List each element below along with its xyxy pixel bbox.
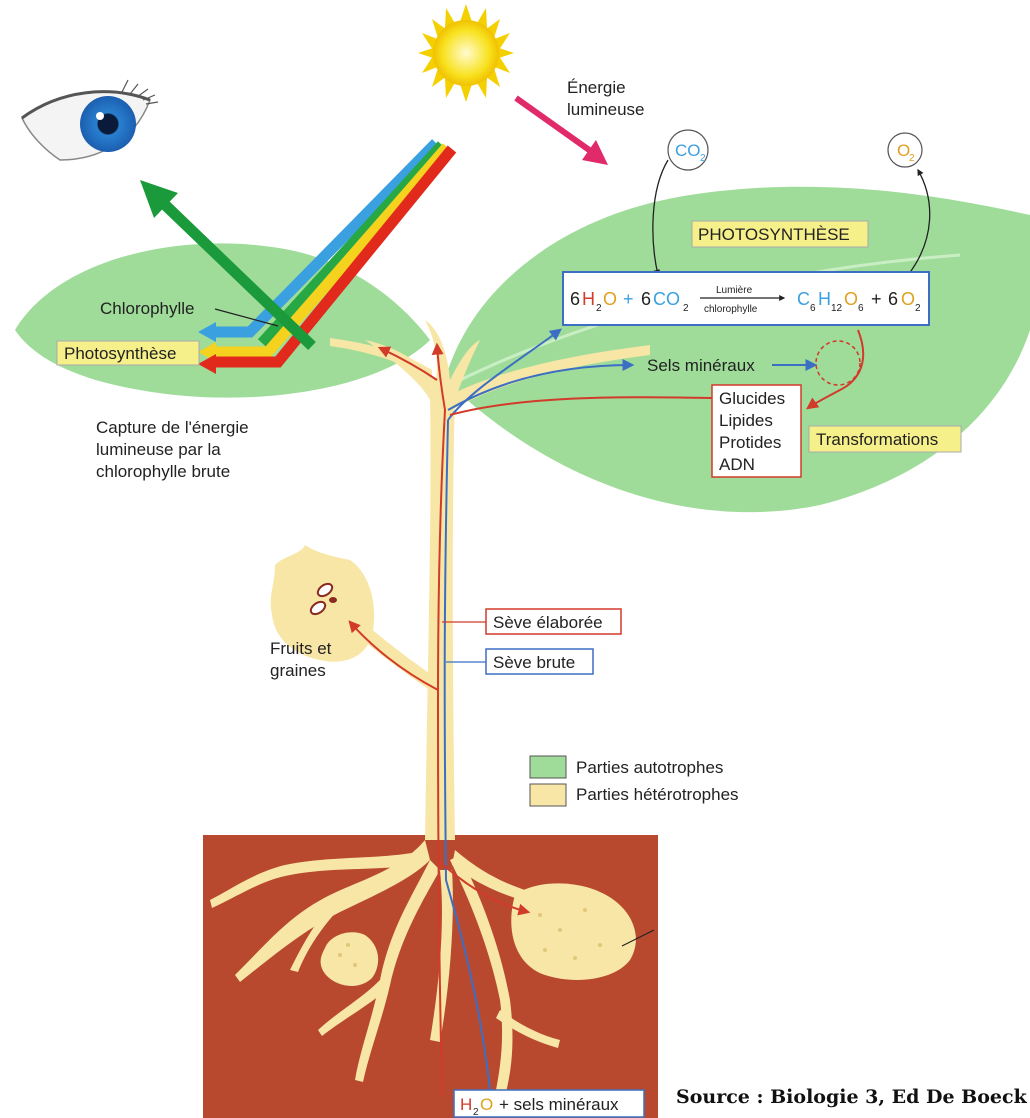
- svg-text:CO: CO: [675, 141, 701, 160]
- legend-swatch-heterotrophes: [530, 784, 566, 806]
- fruits-line-2: graines: [270, 661, 326, 680]
- energie-line-2: lumineuse: [567, 100, 645, 119]
- svg-text:12: 12: [831, 303, 843, 314]
- svg-text:6: 6: [888, 289, 898, 309]
- svg-text:+ sels minéraux: + sels minéraux: [499, 1095, 619, 1114]
- adn-label: ADN: [719, 455, 755, 474]
- capture-line-1: Capture de l'énergie: [96, 418, 249, 437]
- svg-text:2: 2: [596, 303, 602, 314]
- photosynthese-left-label: Photosynthèse: [64, 344, 176, 363]
- svg-text:O: O: [844, 289, 858, 309]
- svg-text:CO: CO: [653, 289, 680, 309]
- source-credit: Source : Biologie 3, Ed De Boeck: [676, 1086, 1027, 1108]
- svg-text:2: 2: [915, 303, 921, 314]
- svg-text:O: O: [901, 289, 915, 309]
- photosynthese-title: PHOTOSYNTHÈSE: [698, 225, 850, 244]
- svg-text:2: 2: [909, 153, 915, 164]
- svg-text:H: H: [582, 289, 595, 309]
- svg-text:+: +: [623, 289, 634, 309]
- glucides-label: Glucides: [719, 389, 785, 408]
- legend: Parties autotrophes Parties hétérotrophe…: [530, 756, 739, 806]
- lipides-label: Lipides: [719, 411, 773, 430]
- sels-mineraux-label: Sels minéraux: [647, 356, 755, 375]
- svg-text:6: 6: [810, 303, 816, 314]
- legend-label-heterotrophes: Parties hétérotrophes: [576, 785, 739, 804]
- eye-icon: [22, 80, 158, 160]
- svg-text:2: 2: [700, 153, 706, 164]
- svg-text:H: H: [460, 1095, 472, 1114]
- o2-badge: O 2: [888, 133, 922, 167]
- capture-line-3: chlorophylle brute: [96, 462, 230, 481]
- svg-text:O: O: [480, 1095, 493, 1114]
- svg-text:O: O: [603, 289, 617, 309]
- svg-text:C: C: [797, 289, 810, 309]
- co2-badge: CO 2: [668, 130, 708, 170]
- energie-line-1: Énergie: [567, 78, 626, 97]
- svg-text:H: H: [818, 289, 831, 309]
- svg-text:2: 2: [473, 1107, 479, 1118]
- legend-swatch-autotrophes: [530, 756, 566, 778]
- sun-icon: [418, 4, 514, 102]
- svg-text:2: 2: [683, 303, 689, 314]
- svg-text:Lumière: Lumière: [716, 285, 753, 296]
- chlorophylle-label: Chlorophylle: [100, 299, 195, 318]
- svg-text:6: 6: [570, 289, 580, 309]
- svg-text:6: 6: [858, 303, 864, 314]
- fruits-line-1: Fruits et: [270, 639, 332, 658]
- svg-text:6: 6: [641, 289, 651, 309]
- legend-label-autotrophes: Parties autotrophes: [576, 758, 723, 777]
- svg-text:chlorophylle: chlorophylle: [704, 304, 758, 315]
- svg-text:+: +: [871, 289, 882, 309]
- transformations-label: Transformations: [816, 430, 938, 449]
- protides-label: Protides: [719, 433, 781, 452]
- seve-brute-label: Sève brute: [493, 653, 575, 672]
- seve-elaboree-label: Sève élaborée: [493, 613, 603, 632]
- capture-line-2: lumineuse par la: [96, 440, 221, 459]
